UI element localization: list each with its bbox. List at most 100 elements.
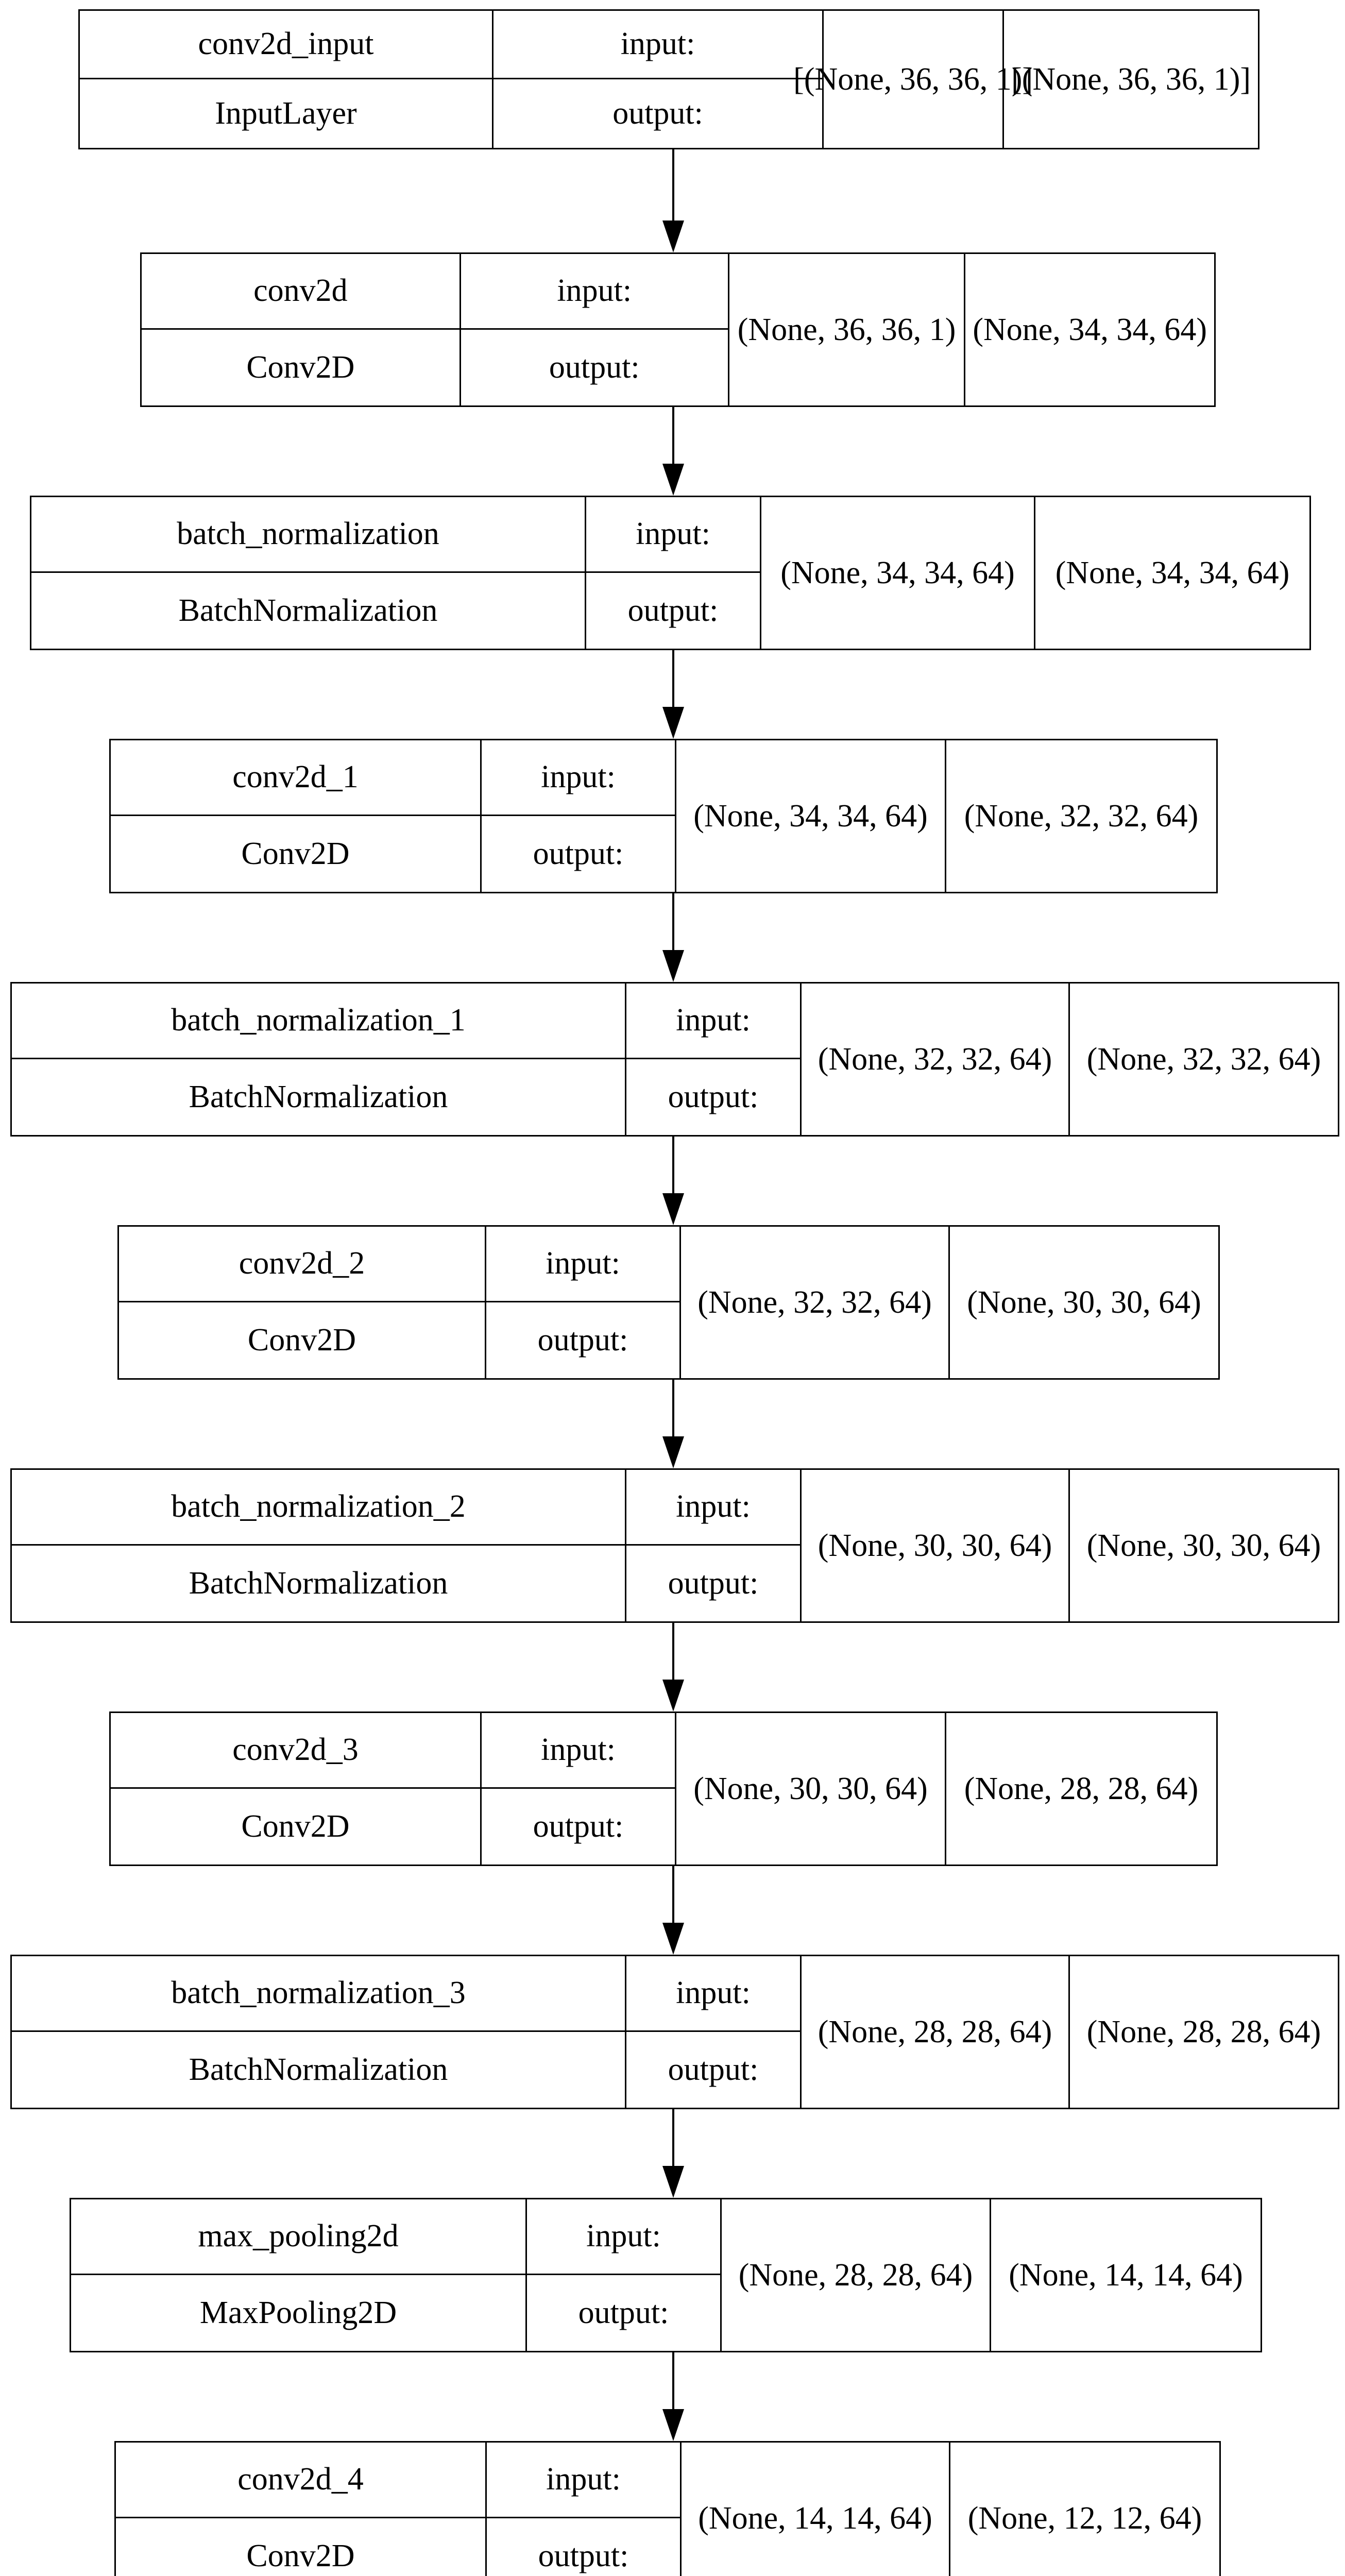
edge-line bbox=[672, 2109, 674, 2167]
output-shape-value: (None, 14, 14, 64) bbox=[1009, 2257, 1243, 2293]
io-label-column: input: output: bbox=[626, 1470, 802, 1621]
output-shape-value: (None, 12, 12, 64) bbox=[967, 2500, 1202, 2536]
io-label-column: input: output: bbox=[486, 1227, 681, 1378]
edge-arrowhead-icon bbox=[662, 2166, 684, 2198]
output-shape-value: (None, 30, 30, 64) bbox=[1086, 1528, 1321, 1563]
io-label-column: input:output: bbox=[493, 11, 824, 148]
io-label-column: input:output: bbox=[487, 2443, 682, 2576]
layer-class-name: BatchNormalization bbox=[178, 592, 438, 628]
input-shape-value: (None, 34, 34, 64) bbox=[780, 555, 1015, 590]
io-label-column: input:output: bbox=[527, 2199, 722, 2351]
layer-class-name: BatchNormalization bbox=[189, 1079, 448, 1114]
output-shape-value: (None, 34, 34, 64) bbox=[1055, 555, 1290, 590]
io-label-column: input:output: bbox=[626, 984, 802, 1135]
edge-line bbox=[672, 650, 674, 708]
edge-arrow-conv2d_2-to-batch_normalization_2 bbox=[662, 1380, 684, 1468]
edge-arrow-batch_normalization_1-to-conv2d_2 bbox=[662, 1137, 684, 1225]
output-shape-column: (None, 14, 14, 64) bbox=[991, 2199, 1261, 2351]
output-shape-column: (None, 34, 34, 64) bbox=[965, 254, 1214, 405]
output-row-label: output: bbox=[537, 1322, 628, 1358]
output-shape-value: [(None, 36, 36, 1)] bbox=[1011, 61, 1251, 97]
edge-arrow-conv2d-to-batch_normalization bbox=[662, 407, 684, 496]
input-row-label: input: bbox=[461, 254, 728, 330]
input-shape-column: (None, 30, 30, 64) bbox=[676, 1713, 946, 1865]
output-row-label: output: bbox=[538, 2538, 629, 2573]
layer-name: batch_normalization bbox=[31, 497, 585, 573]
layer-name: batch_normalization_2 bbox=[12, 1470, 625, 1546]
output-row-label: output: bbox=[612, 95, 703, 131]
edge-arrowhead-icon bbox=[662, 221, 684, 252]
layer-name: conv2d bbox=[142, 254, 459, 330]
io-label-column: input:output: bbox=[482, 1713, 676, 1865]
input-row-label: input: bbox=[626, 1470, 800, 1546]
input-shape-value: (None, 14, 14, 64) bbox=[698, 2500, 932, 2536]
input-row-label: input: bbox=[486, 1227, 679, 1302]
input-shape-value: (None, 28, 28, 64) bbox=[738, 2257, 973, 2293]
edge-arrowhead-icon bbox=[662, 464, 684, 496]
input-row-label: input: bbox=[626, 1956, 800, 2032]
input-shape-value: [(None, 36, 36, 1)] bbox=[793, 61, 1033, 97]
output-shape-column: [(None, 36, 36, 1)] bbox=[1004, 11, 1258, 148]
io-label-column: input: output: bbox=[586, 497, 761, 649]
output-row-label: output: bbox=[578, 2295, 669, 2330]
input-shape-column: (None, 28, 28, 64) bbox=[802, 1956, 1070, 2108]
layer-name: batch_normalization_1 bbox=[12, 984, 625, 1059]
edge-line bbox=[672, 2352, 674, 2410]
io-label-column: input:output: bbox=[482, 740, 676, 892]
edge-arrowhead-icon bbox=[662, 950, 684, 982]
input-shape-column: (None, 36, 36, 1) bbox=[729, 254, 966, 405]
layer-class-name: BatchNormalization bbox=[189, 1565, 448, 1601]
output-shape-column: (None, 30, 30, 64) bbox=[1070, 1470, 1338, 1621]
input-shape-value: (None, 30, 30, 64) bbox=[818, 1528, 1052, 1563]
layer-name: conv2d_4 bbox=[116, 2443, 485, 2518]
input-row-label: input: bbox=[482, 740, 675, 816]
layer-class-name: InputLayer bbox=[215, 95, 357, 131]
edge-arrowhead-icon bbox=[662, 1436, 684, 1468]
layer-name: conv2d_3 bbox=[111, 1713, 480, 1789]
input-shape-column: (None, 32, 32, 64) bbox=[681, 1227, 950, 1378]
edge-line bbox=[672, 893, 674, 951]
output-shape-value: (None, 32, 32, 64) bbox=[964, 798, 1199, 834]
input-shape-column: (None, 34, 34, 64) bbox=[676, 740, 946, 892]
input-row-label: input: bbox=[586, 497, 760, 573]
output-row-label: output: bbox=[668, 1565, 759, 1601]
input-shape-column: [(None, 36, 36, 1)] bbox=[793, 11, 1033, 148]
input-shape-value: (None, 30, 30, 64) bbox=[693, 1771, 928, 1806]
edge-arrow-max_pooling2d-to-conv2d_4 bbox=[662, 2352, 684, 2441]
output-shape-column: (None, 30, 30, 64) bbox=[950, 1227, 1218, 1378]
edge-arrow-batch_normalization_3-to-max_pooling2d bbox=[662, 2109, 684, 2198]
edge-arrowhead-icon bbox=[662, 1193, 684, 1225]
input-shape-column: (None, 32, 32, 64) bbox=[802, 984, 1070, 1135]
output-shape-value: (None, 34, 34, 64) bbox=[973, 312, 1207, 347]
output-row-label: output: bbox=[668, 2052, 759, 2087]
output-shape-column: (None, 34, 34, 64) bbox=[1035, 497, 1309, 649]
edge-arrowhead-icon bbox=[662, 1680, 684, 1711]
output-row-label: output: bbox=[627, 592, 719, 628]
edge-arrow-batch_normalization_2-to-conv2d_3 bbox=[662, 1623, 684, 1711]
input-shape-column: (None, 28, 28, 64) bbox=[722, 2199, 991, 2351]
edge-line bbox=[672, 1866, 674, 1924]
edge-line bbox=[672, 407, 674, 465]
layer-name: conv2d_1 bbox=[111, 740, 480, 816]
edge-line bbox=[672, 1137, 674, 1194]
